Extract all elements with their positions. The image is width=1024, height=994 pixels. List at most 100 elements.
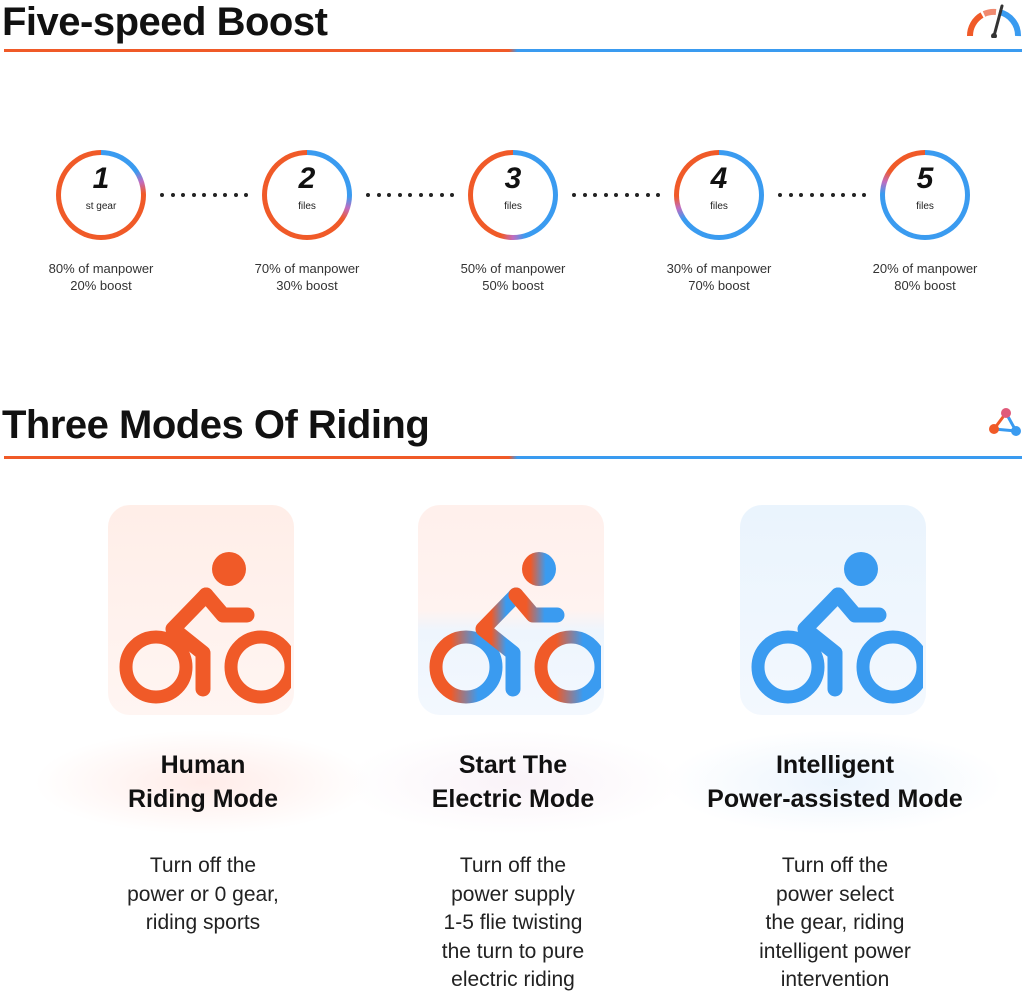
gear-description: 80% of manpower 20% boost	[21, 260, 181, 294]
gear-boost: 70% boost	[688, 278, 750, 293]
cyclist-icon	[751, 552, 923, 704]
gear-unit: st gear	[85, 201, 117, 212]
gear-connector	[366, 192, 454, 198]
mode-description-line: power select	[776, 882, 894, 906]
connector-dot	[202, 193, 206, 197]
mode-description-line: the gear, riding	[765, 911, 905, 934]
mode-description-line: the turn to pure	[441, 939, 585, 963]
connector-dot	[799, 193, 803, 197]
mode-description-line: electric riding	[451, 968, 575, 991]
mode-description: Turn off the power supply 1-5 flie twistin…	[343, 852, 683, 994]
connector-dot	[851, 193, 856, 197]
five-speed-header: Five-speed Boost	[0, 0, 1024, 56]
section-divider-modes	[4, 456, 1022, 459]
connector-dot	[212, 193, 217, 197]
connector-dot	[572, 193, 576, 197]
gear-boost: 20% boost	[70, 278, 132, 293]
connector-dot	[397, 193, 402, 197]
connector-dot	[387, 193, 391, 197]
gear-ring-center	[267, 155, 347, 235]
mode-description-line: Turn off the	[459, 854, 567, 877]
connector-dot	[635, 193, 639, 197]
connector-dot	[656, 193, 660, 197]
gear-number: 2	[298, 162, 316, 195]
gear-description: 50% of manpower 50% boost	[433, 260, 593, 294]
gear-number: 4	[710, 162, 728, 195]
gear-unit: files	[710, 201, 728, 212]
gear-connector	[778, 192, 866, 198]
mode-title-line: Start The	[458, 751, 568, 779]
connector-dot	[223, 193, 227, 197]
gear-boost: 50% boost	[482, 278, 544, 293]
speedometer-icon	[966, 2, 1022, 39]
cyclist-icon	[429, 552, 601, 704]
gear-unit: files	[298, 201, 316, 212]
gear-unit: files	[504, 201, 522, 212]
connector-dot	[408, 193, 412, 197]
connector-dot	[841, 193, 845, 197]
gear-connector	[160, 192, 248, 198]
gear-ring: 2 files	[262, 150, 352, 240]
mode-title-glow	[343, 730, 683, 835]
connector-dot	[450, 193, 454, 197]
mode-description: Turn off the power select the gear, riding…	[665, 852, 1005, 994]
connector-dot	[788, 193, 793, 197]
connector-dot	[418, 193, 423, 197]
gear-connector	[572, 192, 660, 198]
mode-description-line: intervention	[780, 968, 890, 991]
gear-manpower: 30% of manpower	[666, 261, 772, 276]
gear-ring-center	[473, 155, 553, 235]
mode-title-glow	[665, 730, 1005, 835]
mode-title-glow	[33, 730, 373, 835]
connector-dot	[778, 193, 782, 197]
section-title-speed: Five-speed Boost	[2, 0, 328, 44]
connector-dot	[233, 193, 238, 197]
connector-dot	[429, 193, 433, 197]
connector-dot	[624, 193, 629, 197]
connector-dot	[862, 193, 866, 197]
mode-title-line: Electric Mode	[431, 785, 595, 813]
mode-description: Turn off the power or 0 gear, riding sport…	[33, 852, 373, 938]
gear-number: 1	[92, 162, 110, 195]
mode-description-line: intelligent power	[759, 939, 911, 963]
connector-dot	[191, 193, 196, 197]
gear-description: 30% of manpower 70% boost	[639, 260, 799, 294]
connector-dot	[181, 193, 185, 197]
gear-ring: 1 st gear	[56, 150, 146, 240]
mode-description-line: Turn off the	[149, 854, 257, 877]
mode-description-line: riding sports	[145, 911, 261, 934]
gear-manpower: 80% of manpower	[48, 261, 154, 276]
mode-description-line: power or 0 gear,	[127, 882, 279, 906]
gear-unit: files	[916, 201, 934, 212]
gear-number: 3	[504, 162, 522, 195]
gear-ring-center	[61, 155, 141, 235]
gear-number: 5	[916, 162, 934, 195]
connector-dot	[439, 193, 444, 197]
cyclist-icon	[119, 552, 291, 704]
gear-ring-center	[679, 155, 759, 235]
mode-title-line: Human	[160, 751, 246, 779]
mode-title-line: Riding Mode	[128, 785, 278, 813]
connector-dot	[582, 193, 587, 197]
mode-description-line: Turn off the	[781, 854, 889, 877]
mode-description-line: 1-5 flie twisting	[443, 911, 583, 934]
mode-icon-tile	[418, 505, 604, 715]
connector-dot	[170, 193, 175, 197]
mode-title-line: Intelligent	[775, 751, 895, 779]
connector-dot	[603, 193, 608, 197]
gear-ring: 3 files	[468, 150, 558, 240]
gear-manpower: 50% of manpower	[460, 261, 566, 276]
gear-boost: 30% boost	[276, 278, 338, 293]
connector-dot	[366, 193, 370, 197]
mode-description-line: power supply	[451, 882, 575, 906]
connector-dot	[376, 193, 381, 197]
connector-dot	[820, 193, 824, 197]
connector-dot	[593, 193, 597, 197]
connector-dot	[614, 193, 618, 197]
gear-manpower: 20% of manpower	[872, 261, 978, 276]
connector-dot	[809, 193, 814, 197]
